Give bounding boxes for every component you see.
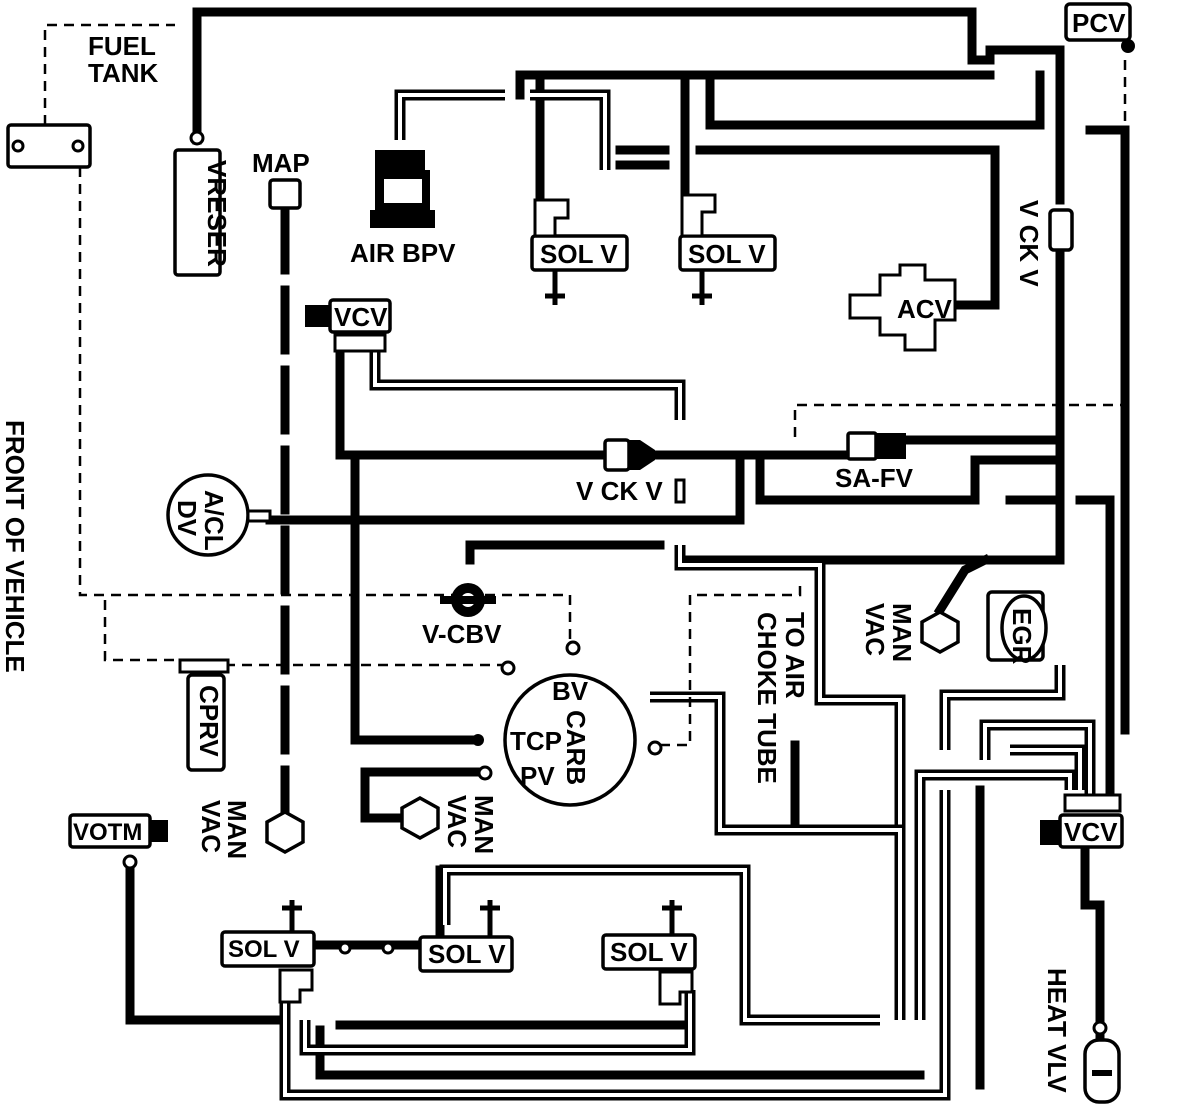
tcp-label: TCP	[510, 726, 562, 756]
hose-pv-man	[360, 767, 485, 823]
fuel-tank-label-2: TANK	[88, 58, 159, 88]
solenoid-valve-bottom-right: SOL V	[601, 900, 697, 1006]
heat-valve: HEAT VLV	[1042, 968, 1121, 1104]
vacuum-control-valve-top: VCV	[305, 298, 392, 353]
manifold-vacuum-port-right: MAN VAC	[860, 603, 960, 662]
ac-dv-label-1: A/CL	[199, 490, 229, 551]
vac-label-right: VAC	[860, 603, 890, 656]
to-air-label: TO AIR	[780, 612, 810, 699]
map-label: MAP	[252, 148, 310, 178]
vacuum-choke-break-valve: V-CBV	[422, 583, 502, 649]
hose-egr-right	[1075, 495, 1115, 800]
hose-right-loop	[755, 450, 1065, 505]
hose-vcbv	[465, 540, 665, 565]
manifold-vacuum-port-mid: MAN VAC	[400, 795, 499, 854]
hose-top-loop-1	[515, 70, 995, 100]
vacuum-operated-throttle-modulator: VOTM	[68, 813, 168, 870]
dashed-lines	[43, 23, 1127, 747]
sol-v-label-bottom-right: SOL V	[610, 937, 688, 967]
canister-purge-regulator-valve: CPRV	[178, 658, 230, 772]
fuel-tank: FUEL TANK	[6, 31, 159, 169]
votm-label: VOTM	[73, 819, 142, 846]
solenoid-valve-bottom-middle: SOL V	[418, 900, 514, 973]
vacuum-control-valve-bottom: VCV	[1040, 793, 1124, 849]
air-bypass-valve: AIR BPV	[350, 150, 456, 268]
hose-vcv-heat	[1080, 835, 1105, 1065]
vac-label-mid: VAC	[442, 795, 472, 848]
hose-votm	[125, 865, 280, 1025]
air-bpv-label: AIR BPV	[350, 238, 456, 268]
vacuum-reservoir: VRESER	[173, 130, 232, 277]
pcv-valve: PCV	[1064, 2, 1135, 53]
v-ck-v-label-right: V CK V	[1014, 200, 1044, 287]
heat-vlv-label: HEAT VLV	[1042, 968, 1072, 1093]
solenoid-chain-connectors	[338, 941, 395, 955]
man-label-left: MAN	[222, 800, 252, 859]
fuel-tank-label-1: FUEL	[88, 31, 156, 61]
hose-acl-right	[265, 450, 745, 525]
v-ck-v-label-middle: V CK V	[576, 476, 663, 506]
vac-label-left: VAC	[196, 800, 226, 853]
pv-label: PV	[520, 761, 555, 791]
ac-delay-valve: A/CL DV	[166, 473, 272, 557]
dual-wall-hoses	[279, 89, 1096, 1101]
hose-solv-mid-loop	[435, 865, 580, 945]
carb-label: CARB	[561, 710, 591, 785]
cprv-label: CPRV	[194, 685, 224, 757]
hose-vreser-top	[192, 7, 1065, 205]
v-cbv-label: V-CBV	[422, 619, 502, 649]
vcv-label-top: VCV	[334, 302, 388, 332]
hose-man-vac-right	[933, 553, 992, 617]
spark-advance-filter-valve: SA-FV	[835, 431, 914, 493]
ac-dv-label-2: DV	[172, 500, 202, 537]
sa-fv-label: SA-FV	[835, 463, 914, 493]
hose-vcv-carb	[350, 455, 480, 745]
acv-label: ACV	[897, 294, 953, 324]
choke-tube-label: CHOKE TUBE	[752, 612, 782, 784]
air-choke-tube-label: TO AIR CHOKE TUBE	[752, 612, 810, 784]
manifold-vacuum-port-left: MAN VAC	[196, 800, 305, 859]
sol-v-label-top-right: SOL V	[688, 239, 766, 269]
air-control-valve: ACV	[848, 263, 957, 352]
vacuum-hoses	[125, 7, 1130, 1090]
map-sensor: MAP	[252, 148, 310, 210]
vcv-label-bottom: VCV	[1064, 817, 1118, 847]
front-of-vehicle-label: FRONT OF VEHICLE	[0, 420, 30, 673]
vreser-label: VRESER	[202, 160, 232, 267]
carburetor: BV TCP PV CARB	[472, 640, 663, 807]
pcv-label: PCV	[1072, 8, 1126, 38]
solenoid-valve-top-left: SOL V	[530, 198, 629, 305]
vacuum-check-valve-middle: V CK V	[576, 438, 686, 506]
hose-top-loop-3	[705, 70, 1045, 130]
sol-v-label-bottom-left: SOL V	[228, 936, 300, 963]
solenoid-valve-bottom-left: SOL V	[220, 900, 316, 1004]
hose-solv-left-stub	[615, 145, 670, 170]
hose-acv	[695, 145, 1000, 310]
egr-label: EGR	[1007, 608, 1037, 665]
sol-v-label-top-left: SOL V	[540, 239, 618, 269]
vacuum-check-valve-right: V CK V	[1014, 200, 1074, 287]
man-label-right: MAN	[887, 603, 917, 662]
sol-v-label-bottom-middle: SOL V	[428, 939, 506, 969]
man-label-mid: MAN	[469, 795, 499, 854]
solenoid-valve-top-right: SOL V	[678, 193, 777, 305]
hose-vcv-vckv	[335, 345, 610, 460]
egr-valve: EGR	[986, 590, 1048, 665]
bv-label: BV	[552, 676, 589, 706]
